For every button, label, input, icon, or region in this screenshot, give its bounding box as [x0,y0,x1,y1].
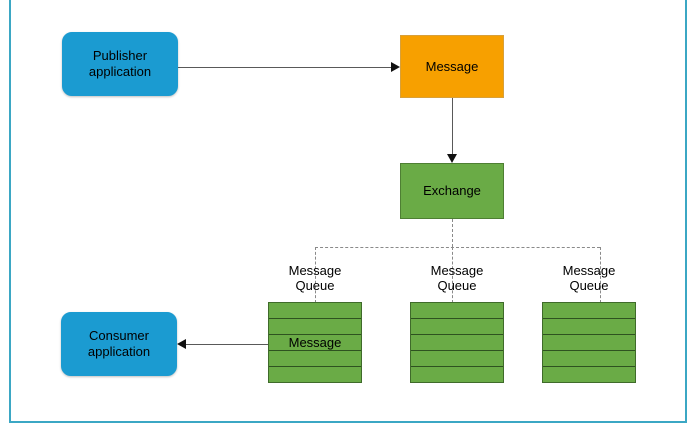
queue-1-label-line1: Message [288,263,342,278]
queue-3-cell-5[interactable] [543,367,635,382]
connector-bus-to-queue-3 [600,247,601,303]
queue-1-label: Message Queue [268,263,362,293]
connector-bus-to-queue-2 [452,247,453,303]
queue-1[interactable]: Message [268,302,362,383]
queue-2-cell-4[interactable] [411,351,503,367]
queue-3-label: Message Queue [542,263,636,293]
node-publisher-label-line2: application [88,64,152,79]
queue-3-cell-3[interactable] [543,335,635,351]
queue-2-label-line2: Queue [437,278,477,293]
node-consumer-label: Consumer application [88,328,150,360]
queue-2-label: Message Queue [410,263,504,293]
node-consumer-label-line2: application [87,344,151,359]
arrowhead-message-to-exchange [447,154,457,163]
connector-publisher-to-message [178,67,393,68]
arrowhead-queue-to-consumer [177,339,186,349]
queue-2-label-line1: Message [430,263,484,278]
queue-3-cell-4[interactable] [543,351,635,367]
node-consumer-application[interactable]: Consumer application [61,312,177,376]
queue-2-cell-5[interactable] [411,367,503,382]
queue-1-cell-5[interactable] [269,367,361,382]
connector-queue-bus [315,247,600,248]
queue-1-cell-3[interactable]: Message [269,335,361,351]
queue-3-label-line1: Message [562,263,616,278]
node-exchange[interactable]: Exchange [400,163,504,219]
queue-3-label-line2: Queue [569,278,609,293]
node-message[interactable]: Message [400,35,504,98]
queue-1-label-line2: Queue [295,278,335,293]
queue-2[interactable] [410,302,504,383]
node-consumer-label-line1: Consumer [89,328,149,343]
queue-1-cell-2[interactable] [269,319,361,335]
queue-2-cell-1[interactable] [411,303,503,319]
queue-3-cell-2[interactable] [543,319,635,335]
queue-1-cell-4[interactable] [269,351,361,367]
queue-1-cell-1[interactable] [269,303,361,319]
arrowhead-publisher-to-message [391,62,400,72]
node-publisher-label-line1: Publisher [92,48,148,63]
queue-3[interactable] [542,302,636,383]
node-publisher-application[interactable]: Publisher application [62,32,178,96]
node-exchange-label: Exchange [423,183,481,198]
queue-2-cell-2[interactable] [411,319,503,335]
node-publisher-label: Publisher application [89,48,151,80]
node-message-label: Message [425,58,479,74]
connector-exchange-stem [452,219,453,247]
queue-2-cell-3[interactable] [411,335,503,351]
connector-message-to-exchange [452,98,453,156]
connector-bus-to-queue-1 [315,247,316,303]
connector-queue-to-consumer [186,344,268,345]
queue-3-cell-1[interactable] [543,303,635,319]
